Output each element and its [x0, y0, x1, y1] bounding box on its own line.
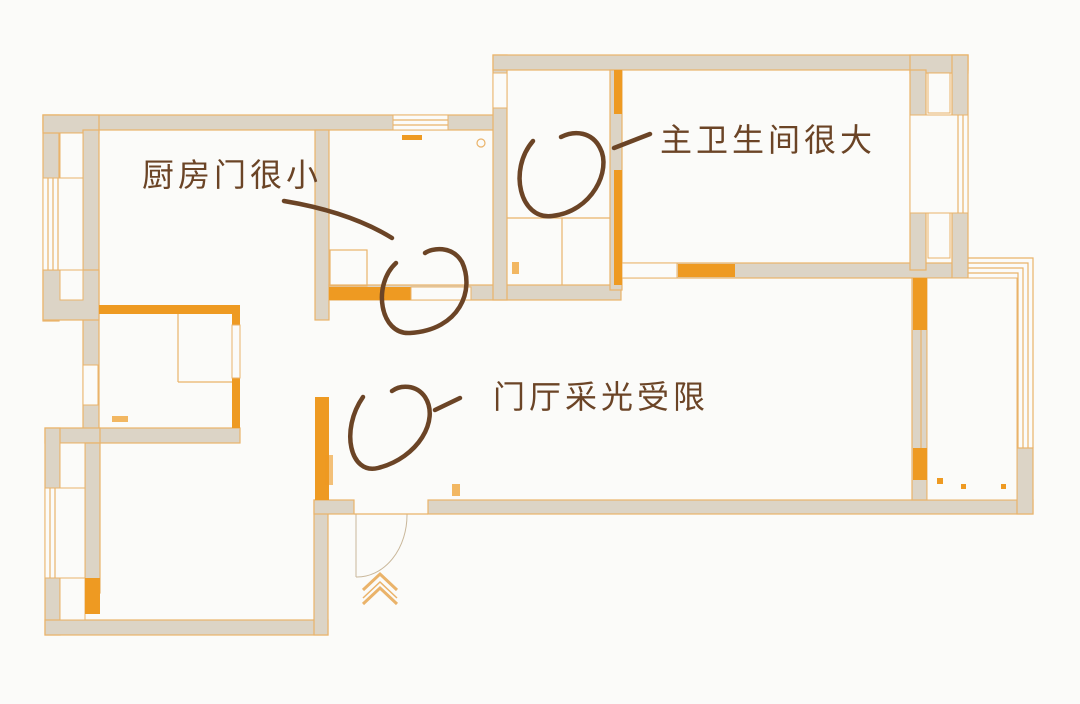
double-chevron-up-icon: [361, 571, 399, 606]
fixtures: [112, 135, 1006, 578]
annotation-kitchen-door: 厨房门很小: [142, 156, 323, 194]
annotation-foyer-light: 门厅采光受限: [493, 378, 710, 416]
annotation-master-bath: 主卫生间很大: [660, 121, 877, 159]
annotation-marks: [281, 130, 653, 471]
windows: [42, 72, 1034, 621]
walls: [42, 54, 1034, 636]
